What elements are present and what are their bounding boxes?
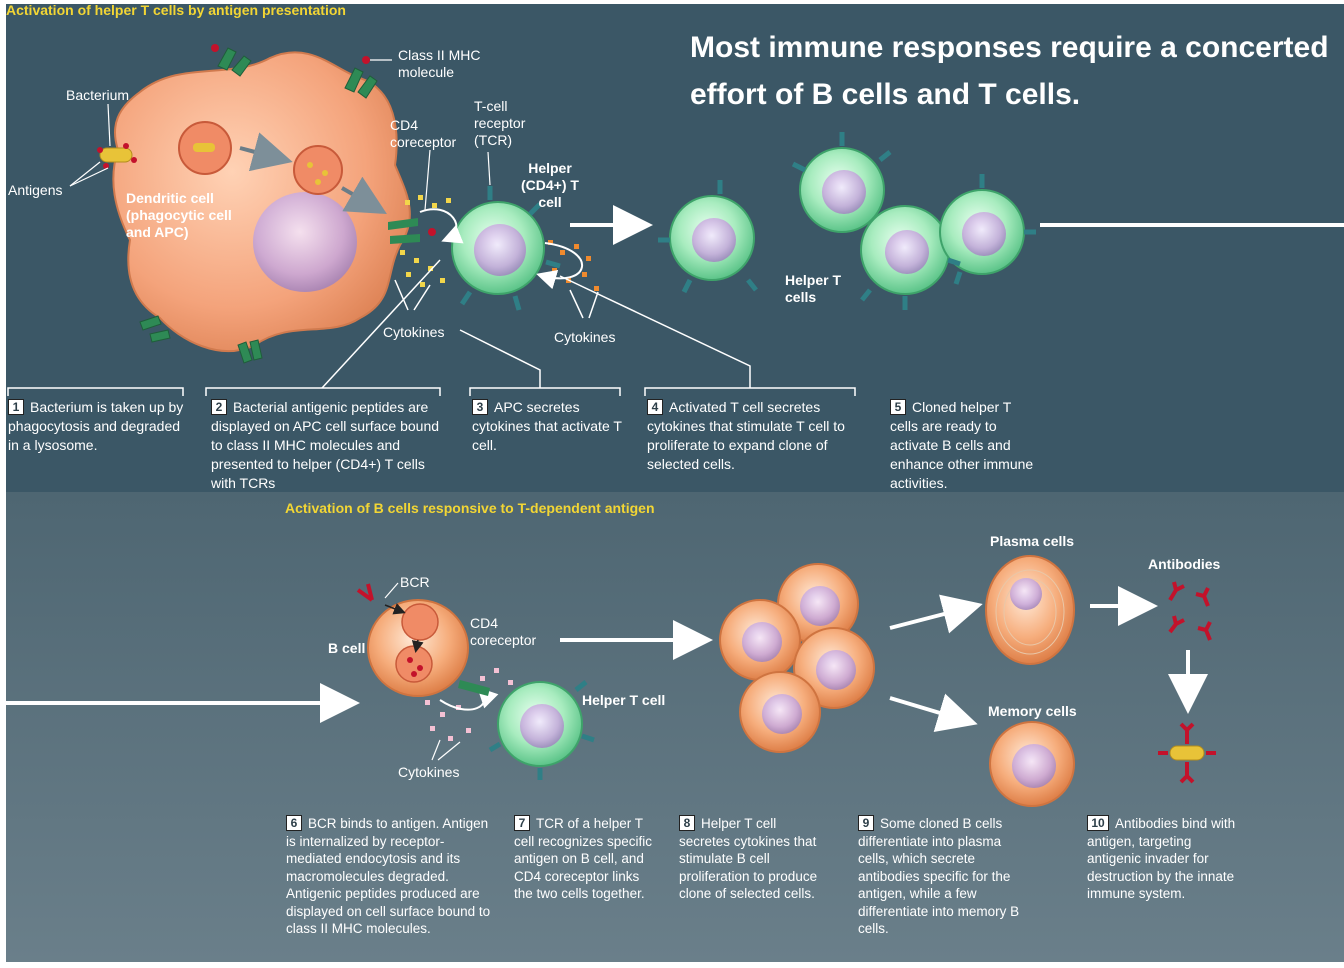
label-cd4-coreceptor: CD4 coreceptor xyxy=(390,117,457,150)
cytokine-dots-yellow xyxy=(400,195,451,287)
headline: Most immune responses require a concerte… xyxy=(690,31,1329,111)
phagosome-2 xyxy=(293,145,343,195)
label-plasma-cells: Plasma cells xyxy=(990,533,1075,549)
label-b-cell: B cell xyxy=(328,640,366,656)
label-helper-t-cells: Helper T cells xyxy=(785,272,842,305)
top-section-title: Activation of helper T cells by antigen … xyxy=(6,2,346,18)
label-cytokines-t: Cytokines xyxy=(554,329,616,345)
label-bacterium: Bacterium xyxy=(66,87,130,103)
label-tcr: T-cell receptor (TCR) xyxy=(474,98,526,148)
label-antigens: Antigens xyxy=(8,182,63,198)
cloned-b-cells xyxy=(719,563,875,753)
tcr-receptors xyxy=(459,186,561,311)
label-memory-cells: Memory cells xyxy=(988,703,1077,719)
label-cd4-coreceptor-b: CD4 coreceptor xyxy=(470,615,537,648)
antibody-bound-antigen xyxy=(1158,722,1216,784)
plasma-cell xyxy=(985,555,1075,665)
top-step-brackets xyxy=(7,259,856,396)
bottom-panel xyxy=(6,492,1344,962)
label-cytokines-apc: Cytokines xyxy=(383,324,445,340)
bottom-section-title: Activation of B cells responsive to T-de… xyxy=(285,500,655,516)
bacterium xyxy=(99,147,133,163)
antibody-icons xyxy=(1168,581,1212,641)
synapse-receptors xyxy=(388,218,420,244)
label-helper-t-cell-b: Helper T cell xyxy=(582,692,666,708)
label-cytokines-b: Cytokines xyxy=(398,764,460,780)
label-bcr: BCR xyxy=(400,574,430,590)
mhc-molecules xyxy=(139,47,378,364)
bcr-receptor xyxy=(356,583,374,602)
label-dendritic-cell: Dendritic cell (phagocytic cell and APC) xyxy=(126,190,232,240)
cloned-helper-t-cells xyxy=(669,147,1025,295)
label-helper-t-cell: Helper (CD4+) T cell xyxy=(521,160,579,210)
label-class-ii-mhc: Class II MHC molecule xyxy=(398,47,481,80)
label-antibodies: Antibodies xyxy=(1148,556,1221,572)
dendritic-nucleus xyxy=(253,192,357,292)
